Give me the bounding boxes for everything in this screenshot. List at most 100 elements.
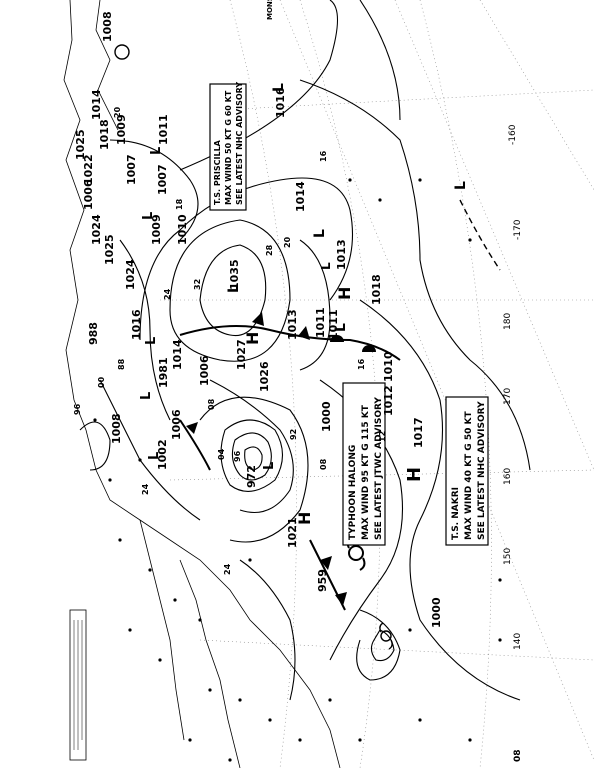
svg-text:180: 180 [503, 313, 513, 330]
svg-text:SEE LATEST NHC ADVISORY: SEE LATEST NHC ADVISORY [477, 401, 487, 540]
svg-text:92: 92 [289, 429, 298, 440]
low-center: L [144, 337, 159, 345]
svg-text:959: 959 [316, 569, 329, 592]
svg-text:1010: 1010 [176, 214, 189, 245]
high-center: H [335, 287, 354, 300]
svg-text:04: 04 [217, 448, 226, 460]
high-center: H [243, 332, 262, 345]
svg-text:1018: 1018 [370, 274, 383, 305]
svg-text:1007: 1007 [125, 154, 138, 185]
svg-text:150: 150 [503, 548, 513, 565]
svg-text:1008: 1008 [110, 413, 123, 444]
svg-text:MAX WIND 50 KT G 60 KT: MAX WIND 50 KT G 60 KT [224, 90, 233, 205]
svg-text:24: 24 [141, 483, 150, 495]
svg-text:1007: 1007 [156, 164, 169, 195]
svg-text:1013: 1013 [335, 239, 348, 270]
svg-text:00: 00 [97, 376, 106, 388]
svg-text:1016: 1016 [274, 87, 287, 118]
svg-text:16: 16 [357, 358, 366, 370]
svg-text:SEE LATEST NHC ADVISORY: SEE LATEST NHC ADVISORY [235, 82, 244, 205]
low-center: L [319, 262, 333, 270]
bottom-map-label: 08 [513, 749, 523, 762]
low-center: L [149, 147, 164, 155]
legend-box [69, 609, 87, 761]
svg-text:1026: 1026 [258, 361, 271, 392]
svg-text:1022: 1022 [82, 154, 95, 185]
low-center: L [141, 212, 156, 220]
isobar-labels: 1016 1011 1014 1013 1018 1010 1011 1013 … [74, 11, 443, 628]
high-center: H [404, 467, 425, 482]
svg-text:1000: 1000 [320, 401, 333, 432]
svg-text:1011: 1011 [314, 307, 327, 338]
station-dots [93, 178, 502, 762]
svg-text:1010: 1010 [382, 351, 395, 382]
wind-barb-labels: 16 20 28 24 32 18 16 12 08 24 04 96 92 0… [73, 106, 387, 575]
svg-text:08: 08 [319, 458, 328, 470]
svg-text:1017: 1017 [412, 417, 425, 448]
svg-text:1011: 1011 [327, 309, 340, 340]
svg-text:170: 170 [503, 388, 513, 405]
svg-text:28: 28 [265, 244, 274, 256]
svg-text:20: 20 [283, 236, 292, 248]
low-center: L [333, 323, 349, 332]
svg-text:1009: 1009 [150, 214, 163, 245]
svg-text:24: 24 [163, 288, 172, 300]
svg-text:1014: 1014 [171, 339, 184, 370]
svg-text:988: 988 [87, 322, 100, 345]
svg-text:1006: 1006 [170, 409, 183, 440]
low-center: L [271, 83, 287, 92]
svg-text:1011: 1011 [157, 114, 170, 145]
svg-text:88: 88 [117, 358, 126, 370]
svg-text:1025: 1025 [74, 129, 87, 160]
svg-text:SEE LATEST JTWC ADVISORY: SEE LATEST JTWC ADVISORY [374, 397, 384, 540]
low-center: L [226, 284, 242, 293]
svg-text:18: 18 [175, 198, 184, 210]
coastline [63, 0, 341, 768]
svg-text:-170: -170 [513, 219, 523, 240]
svg-text:1016: 1016 [130, 309, 143, 340]
svg-text:1027: 1027 [235, 339, 248, 370]
svg-text:1981: 1981 [157, 357, 170, 388]
svg-text:1024: 1024 [124, 259, 137, 290]
storm-box-nakri: T.S. NAKRI MAX WIND 40 KT G 50 KT SEE LA… [445, 396, 489, 546]
svg-text:32: 32 [193, 279, 202, 290]
svg-text:TYPHOON HALONG: TYPHOON HALONG [348, 445, 358, 540]
low-center: L [453, 181, 469, 190]
svg-text:140: 140 [513, 633, 523, 650]
svg-text:1012: 1012 [382, 385, 395, 416]
svg-text:16: 16 [319, 150, 328, 162]
svg-text:972: 972 [245, 465, 258, 488]
pressure-centers: L L L L H H L L L H H L L L L L [139, 83, 469, 525]
low-center: L [147, 452, 162, 460]
storm-box-halong: TYPHOON HALONG MAX WIND 95 KT G 115 KT S… [342, 382, 386, 546]
svg-text:1018: 1018 [98, 119, 111, 150]
low-center: L [139, 392, 154, 400]
header-fragment: MONS [266, 0, 274, 20]
svg-text:1014: 1014 [294, 181, 307, 212]
svg-text:12: 12 [378, 431, 387, 442]
low-center: L [312, 229, 328, 238]
svg-text:-160: -160 [508, 124, 518, 145]
svg-text:24: 24 [223, 563, 232, 575]
svg-text:1013: 1013 [286, 309, 299, 340]
storm-box-priscilla: T.S. PRISCILLA MAX WIND 50 KT G 60 KT SE… [209, 82, 247, 211]
svg-text:1008: 1008 [101, 11, 114, 42]
svg-text:1009: 1009 [115, 114, 128, 145]
svg-text:1024: 1024 [90, 214, 103, 245]
svg-text:1035: 1035 [228, 259, 241, 290]
svg-text:1021: 1021 [286, 517, 299, 548]
svg-text:1006: 1006 [198, 355, 211, 386]
high-center: H [295, 512, 314, 525]
svg-text:08: 08 [207, 398, 216, 410]
svg-text:MAX WIND 40 KT G 50 KT: MAX WIND 40 KT G 50 KT [464, 411, 474, 540]
svg-text:1014: 1014 [90, 89, 103, 120]
svg-text:20: 20 [113, 106, 122, 118]
svg-text:160: 160 [503, 468, 513, 485]
svg-text:1006: 1006 [82, 179, 95, 210]
lon-labels: -160 -170 180 170 160 150 140 [503, 124, 523, 650]
nakri-symbol [379, 622, 393, 650]
svg-text:T.S. NAKRI: T.S. NAKRI [451, 487, 461, 540]
low-center: L [262, 462, 277, 470]
svg-text:1002: 1002 [156, 439, 169, 470]
